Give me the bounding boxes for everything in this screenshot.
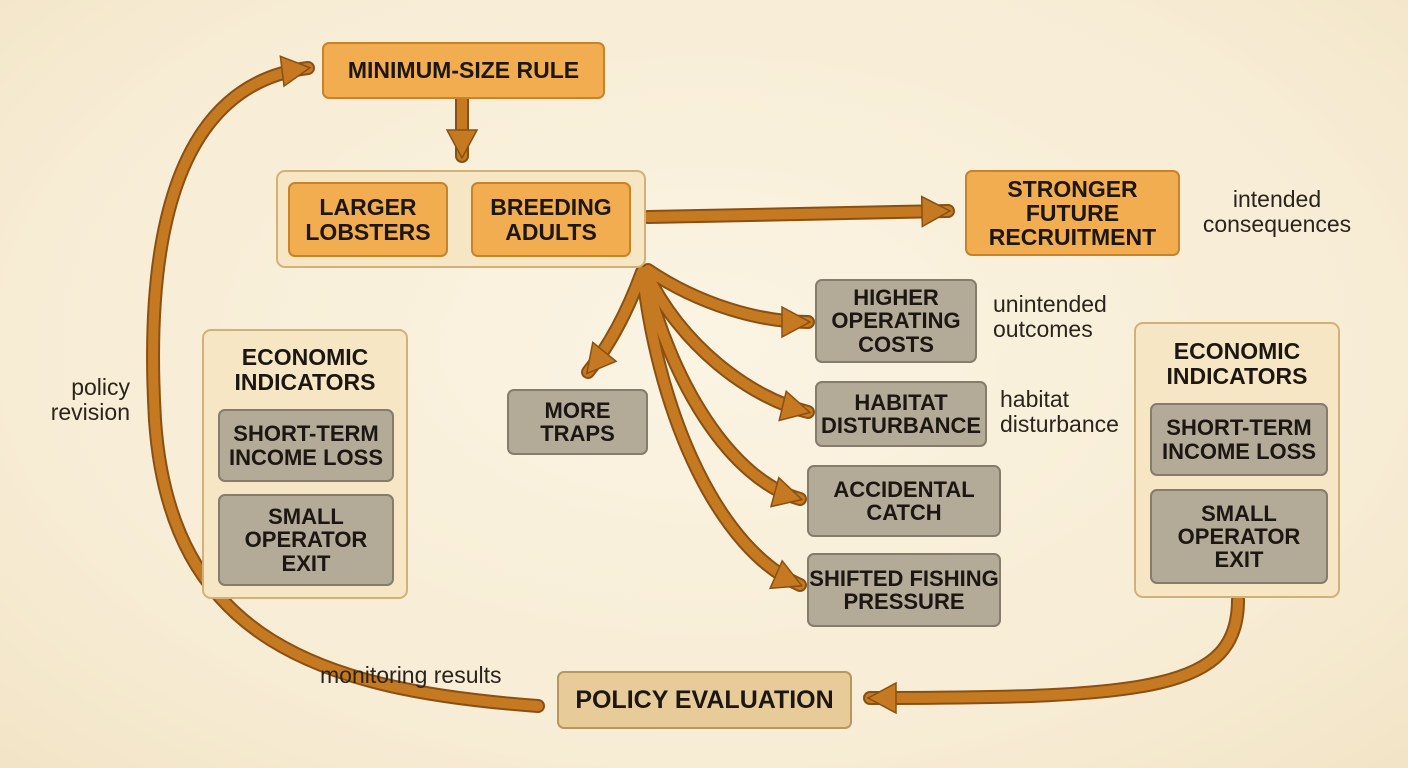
intended-consequences-label: intended consequences	[1202, 186, 1352, 238]
arrow-evaluation-to-rule	[148, 55, 543, 711]
panel-title: ECONOMIC INDICATORS	[234, 344, 376, 396]
arrow-to-higher-costs	[643, 265, 813, 339]
arrow-to-habitat	[641, 267, 813, 422]
arrow-to-shifted	[638, 271, 805, 590]
larger-lobsters-box: LARGER LOBSTERS	[288, 182, 448, 257]
short-term-income-loss-box: SHORT-TERM INCOME LOSS	[218, 409, 394, 482]
accidental-catch-box: ACCIDENTAL CATCH	[807, 465, 1001, 537]
breeding-adults-box: BREEDING ADULTS	[471, 182, 631, 257]
monitoring-results-label: monitoring results	[320, 662, 502, 688]
economic-indicators-panel-left: ECONOMIC INDICATORS SHORT-TERM INCOME LO…	[202, 329, 408, 599]
short-term-income-loss-box: SHORT-TERM INCOME LOSS	[1150, 403, 1328, 476]
shifted-fishing-pressure-box: SHIFTED FISHING PRESSURE	[807, 553, 1001, 627]
habitat-disturbance-box: HABITAT DISTURBANCE	[815, 381, 987, 447]
panel-title: ECONOMIC INDICATORS	[1166, 338, 1308, 390]
arrow-adults-to-recruitment	[643, 195, 953, 228]
unintended-outcomes-label: unintended outcomes	[993, 291, 1107, 343]
stronger-future-recruitment-box: STRONGER FUTURE RECRUITMENT	[965, 170, 1180, 256]
small-operator-exit-box: SMALL OPERATOR EXIT	[218, 494, 394, 586]
policy-evaluation-box: POLICY EVALUATION	[557, 671, 852, 729]
economic-indicators-panel-right: ECONOMIC INDICATORS SHORT-TERM INCOME LO…	[1134, 322, 1340, 598]
higher-operating-costs-box: HIGHER OPERATING COSTS	[815, 279, 977, 363]
policy-revision-label: policy revision	[50, 374, 130, 426]
small-operator-exit-box: SMALL OPERATOR EXIT	[1150, 489, 1328, 584]
arrow-to-accidental	[640, 269, 805, 508]
minimum-size-rule-box: MINIMUM-SIZE RULE	[322, 42, 605, 99]
more-traps-box: MORE TRAPS	[507, 389, 648, 455]
habitat-disturbance-label: habitat disturbance	[1000, 386, 1119, 438]
arrow-right-panel-to-evaluation	[865, 595, 1243, 715]
arrow-to-more-traps	[583, 267, 647, 377]
